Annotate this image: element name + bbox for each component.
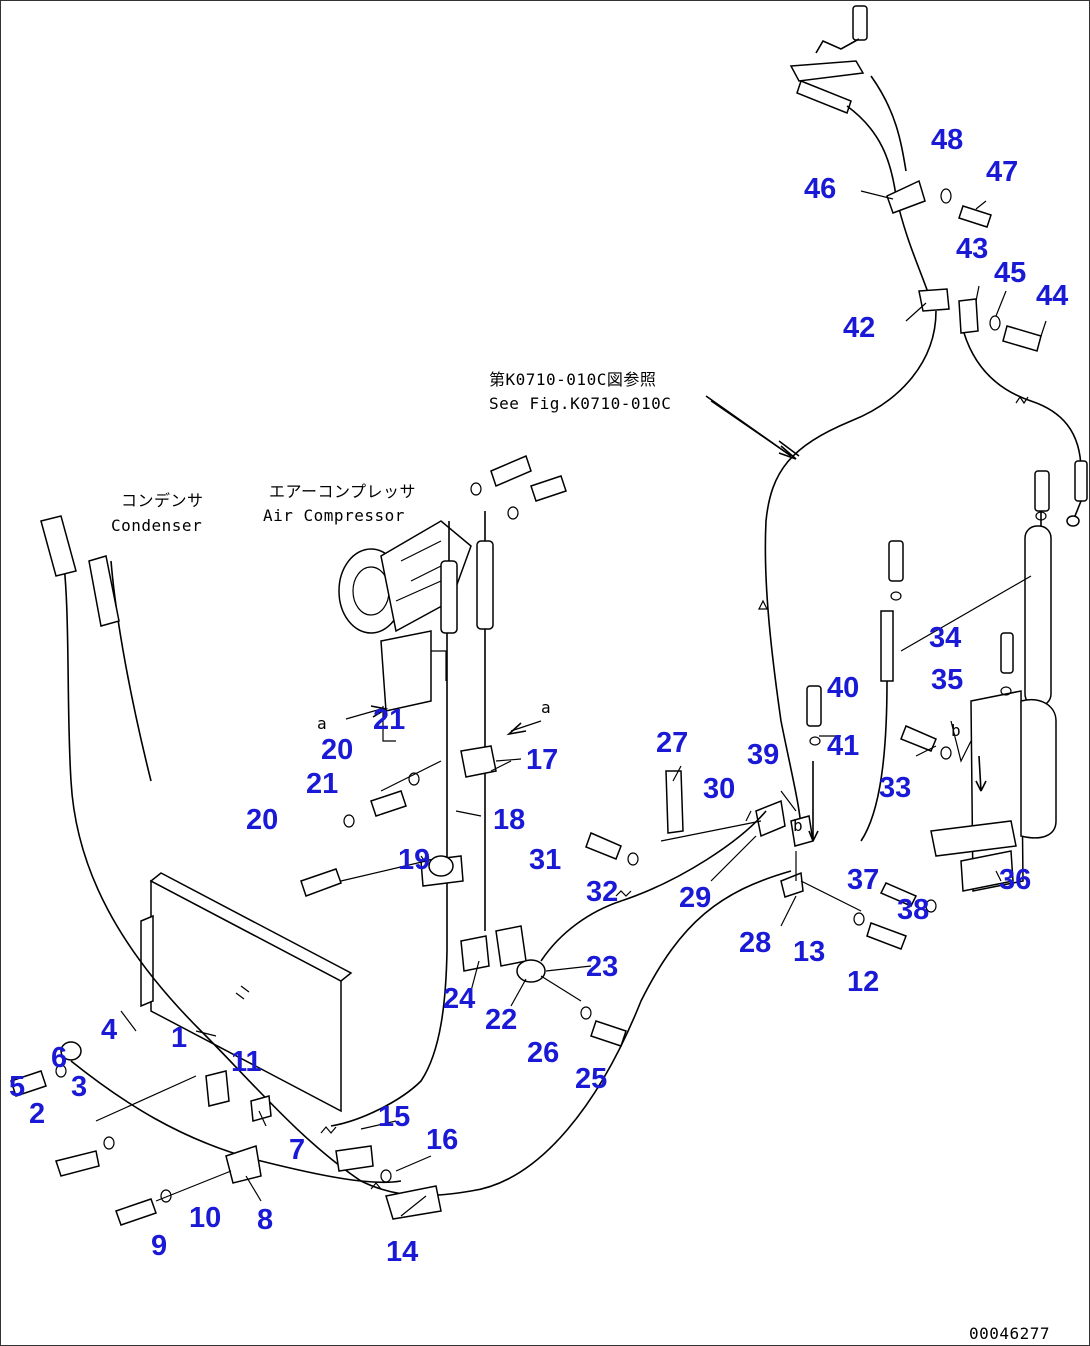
see-fig-leader: [710, 400, 792, 457]
part-label-26: 26: [527, 1037, 559, 1069]
part-label-35: 35: [931, 664, 963, 696]
part-label-3: 3: [71, 1071, 87, 1103]
part-label-23: 23: [586, 951, 618, 983]
part-label-5: 5: [9, 1071, 25, 1103]
part-label-48: 48: [931, 124, 963, 156]
part-label-1: 1: [171, 1022, 187, 1054]
part-label-11: 11: [231, 1046, 262, 1078]
part-label-47: 47: [986, 156, 1018, 188]
part-label-20-lower: 20: [246, 804, 278, 836]
condenser-caption-en: Condenser: [111, 516, 202, 535]
part-label-32: 32: [586, 876, 618, 908]
leader-lines: [95, 190, 1047, 1217]
condenser-fittings: [10, 515, 442, 1226]
part-label-9: 9: [151, 1230, 167, 1262]
part-label-14: 14: [386, 1236, 418, 1268]
reference-markers: a a b b: [317, 698, 987, 842]
part-label-37: 37: [847, 864, 879, 896]
part-label-41: 41: [827, 730, 859, 762]
marker-a-left: a: [317, 714, 327, 733]
receiver-drier: [900, 470, 1057, 892]
bolts-right: [806, 540, 1014, 950]
part-label-16: 16: [426, 1124, 458, 1156]
part-label-24: 24: [443, 983, 475, 1015]
part-label-38: 38: [897, 894, 929, 926]
condenser-line-b: [110, 560, 152, 782]
part-label-12: 12: [847, 966, 879, 998]
part-label-31: 31: [529, 844, 561, 876]
part-label-21-upper: 21: [373, 704, 405, 736]
part-label-8: 8: [257, 1204, 273, 1236]
drawing-number: 00046277: [969, 1324, 1050, 1343]
marker-a-right: a: [541, 698, 551, 717]
marker-b-top: b: [951, 721, 961, 740]
part-label-21-lower: 21: [306, 768, 338, 800]
part-label-29: 29: [679, 882, 711, 914]
part-label-2: 2: [29, 1098, 45, 1130]
compressor-discharge-line: [330, 633, 448, 1127]
part-label-19: 19: [398, 844, 430, 876]
part-label-46: 46: [804, 173, 836, 205]
part-label-10: 10: [189, 1202, 221, 1234]
part-label-33: 33: [879, 772, 911, 804]
part-label-15: 15: [378, 1101, 410, 1133]
part-label-39: 39: [747, 739, 779, 771]
part-label-7: 7: [289, 1134, 305, 1166]
part-label-40: 40: [827, 672, 859, 704]
part-label-30: 30: [703, 773, 735, 805]
upper-hose-assembly: [789, 5, 1088, 527]
part-label-34: 34: [929, 622, 961, 654]
clamps-22-26: [460, 925, 627, 1047]
see-fig-caption-en: See Fig.K0710-010C: [489, 394, 671, 413]
part-label-45: 45: [994, 257, 1026, 289]
part-label-42: 42: [843, 312, 875, 344]
air-compressor: [338, 454, 567, 742]
part-label-36: 36: [999, 864, 1031, 896]
part-label-25: 25: [575, 1063, 607, 1095]
clamps-17-19: [300, 745, 522, 897]
part-label-22: 22: [485, 1004, 517, 1036]
clamp-center: [540, 770, 862, 962]
air-compressor-caption-jp: エアーコンプレッサ: [269, 482, 416, 501]
marker-b-bottom: b: [793, 816, 803, 835]
see-fig-caption-jp: 第K0710-010C図参照: [489, 370, 656, 389]
condenser-caption-jp: コンデンサ: [121, 491, 204, 510]
part-label-44: 44: [1036, 280, 1068, 312]
condenser: [140, 872, 353, 1113]
part-label-28: 28: [739, 927, 771, 959]
part-label-4: 4: [101, 1014, 117, 1046]
part-label-6: 6: [51, 1042, 67, 1074]
part-label-18: 18: [493, 804, 525, 836]
main-hose-line: [764, 310, 937, 832]
part-label-43: 43: [956, 233, 988, 265]
part-label-27: 27: [656, 727, 688, 759]
part-label-13: 13: [793, 936, 825, 968]
part-label-17: 17: [526, 744, 558, 776]
part-labels: 1 2 3 4 5 6 7 8 9 10 11 12 13 14 15 16 1…: [9, 124, 1068, 1268]
air-compressor-caption-en: Air Compressor: [263, 506, 405, 525]
part-label-20-upper: 20: [321, 734, 353, 766]
